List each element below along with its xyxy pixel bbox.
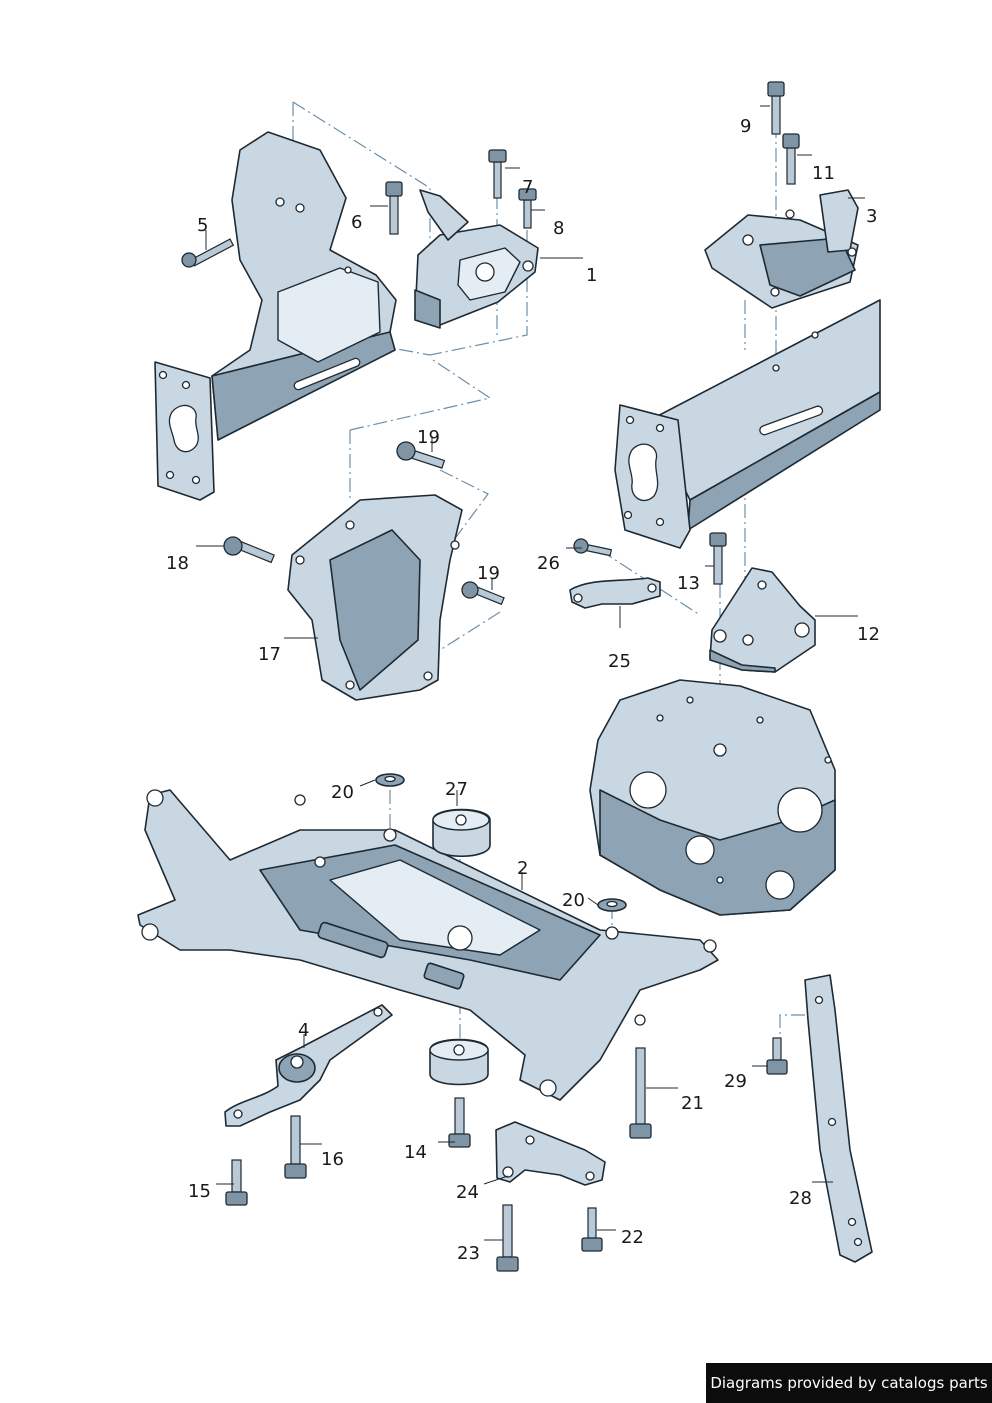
bolt-part-19-lower bbox=[461, 581, 505, 606]
lower-bush bbox=[429, 1038, 489, 1086]
callout-22: 22 bbox=[621, 1227, 644, 1248]
callout-20-upper: 20 bbox=[331, 782, 354, 803]
callout-3: 3 bbox=[866, 206, 877, 227]
bolt-part-22 bbox=[581, 1207, 603, 1252]
callout-7: 7 bbox=[522, 177, 533, 198]
bolt-part-11 bbox=[782, 133, 800, 185]
callout-21: 21 bbox=[681, 1093, 704, 1114]
callout-13: 13 bbox=[677, 573, 700, 594]
callout-28: 28 bbox=[789, 1188, 812, 1209]
bolt-part-19-upper bbox=[396, 441, 446, 469]
bolt-part-8 bbox=[518, 188, 537, 229]
callout-6: 6 bbox=[351, 212, 362, 233]
pendulum-support-part-4 bbox=[224, 1004, 393, 1127]
callout-17: 17 bbox=[258, 644, 281, 665]
callout-24: 24 bbox=[456, 1182, 479, 1203]
callout-19-upper: 19 bbox=[417, 427, 440, 448]
gearbox-mount-part-3 bbox=[704, 189, 859, 309]
callout-23: 23 bbox=[457, 1243, 480, 1264]
callout-labels: 1 2 3 4 5 6 7 8 9 11 12 13 14 15 16 17 1… bbox=[166, 116, 880, 1264]
right-chassis-member bbox=[614, 299, 881, 549]
leader-lines bbox=[196, 105, 865, 1241]
callout-26: 26 bbox=[537, 553, 560, 574]
bolt-part-6 bbox=[385, 181, 403, 235]
plate-part-24 bbox=[495, 1121, 606, 1186]
washer-part-20-b bbox=[597, 898, 627, 912]
bolt-part-14 bbox=[448, 1097, 471, 1148]
callout-29: 29 bbox=[724, 1071, 747, 1092]
bolt-part-21 bbox=[629, 1047, 652, 1139]
arm-part-25 bbox=[569, 577, 661, 609]
bolt-part-7 bbox=[488, 149, 507, 199]
bolt-part-26 bbox=[573, 538, 613, 557]
callout-11: 11 bbox=[812, 163, 835, 184]
callout-15: 15 bbox=[188, 1181, 211, 1202]
callout-27: 27 bbox=[445, 779, 468, 800]
bracket-part-17 bbox=[287, 494, 463, 701]
subframe-part-2 bbox=[137, 789, 719, 1101]
attribution-text: Diagrams provided by catalogs parts bbox=[710, 1374, 988, 1392]
washer-part-20-a bbox=[375, 773, 405, 787]
callout-18: 18 bbox=[166, 553, 189, 574]
callout-20-lower: 20 bbox=[562, 890, 585, 911]
callout-25: 25 bbox=[608, 651, 631, 672]
engine-mount-part-1 bbox=[414, 189, 539, 329]
callout-14: 14 bbox=[404, 1142, 427, 1163]
bolt-part-29 bbox=[766, 1037, 788, 1075]
bush-part-27 bbox=[432, 808, 491, 858]
bolt-part-9 bbox=[767, 81, 785, 135]
bolt-part-13 bbox=[709, 532, 727, 585]
bolt-part-23 bbox=[496, 1204, 519, 1272]
bolt-part-5 bbox=[181, 238, 235, 268]
callout-9: 9 bbox=[740, 116, 751, 137]
callout-8: 8 bbox=[553, 218, 564, 239]
callout-5: 5 bbox=[197, 215, 208, 236]
left-chassis-member bbox=[154, 131, 397, 501]
strap-part-28 bbox=[804, 974, 873, 1263]
callout-12: 12 bbox=[857, 624, 880, 645]
mount-bracket-part-12 bbox=[709, 567, 816, 673]
callout-1: 1 bbox=[586, 265, 597, 286]
gearbox-housing bbox=[589, 679, 836, 916]
attribution-banner: Diagrams provided by catalogs parts bbox=[706, 1363, 992, 1403]
callout-2: 2 bbox=[517, 858, 528, 879]
bolt-part-18 bbox=[223, 536, 275, 564]
bolt-part-15 bbox=[225, 1159, 248, 1206]
callout-16: 16 bbox=[321, 1149, 344, 1170]
bolt-part-16 bbox=[284, 1115, 307, 1179]
callout-4: 4 bbox=[298, 1020, 309, 1041]
callout-19-lower: 19 bbox=[477, 563, 500, 584]
